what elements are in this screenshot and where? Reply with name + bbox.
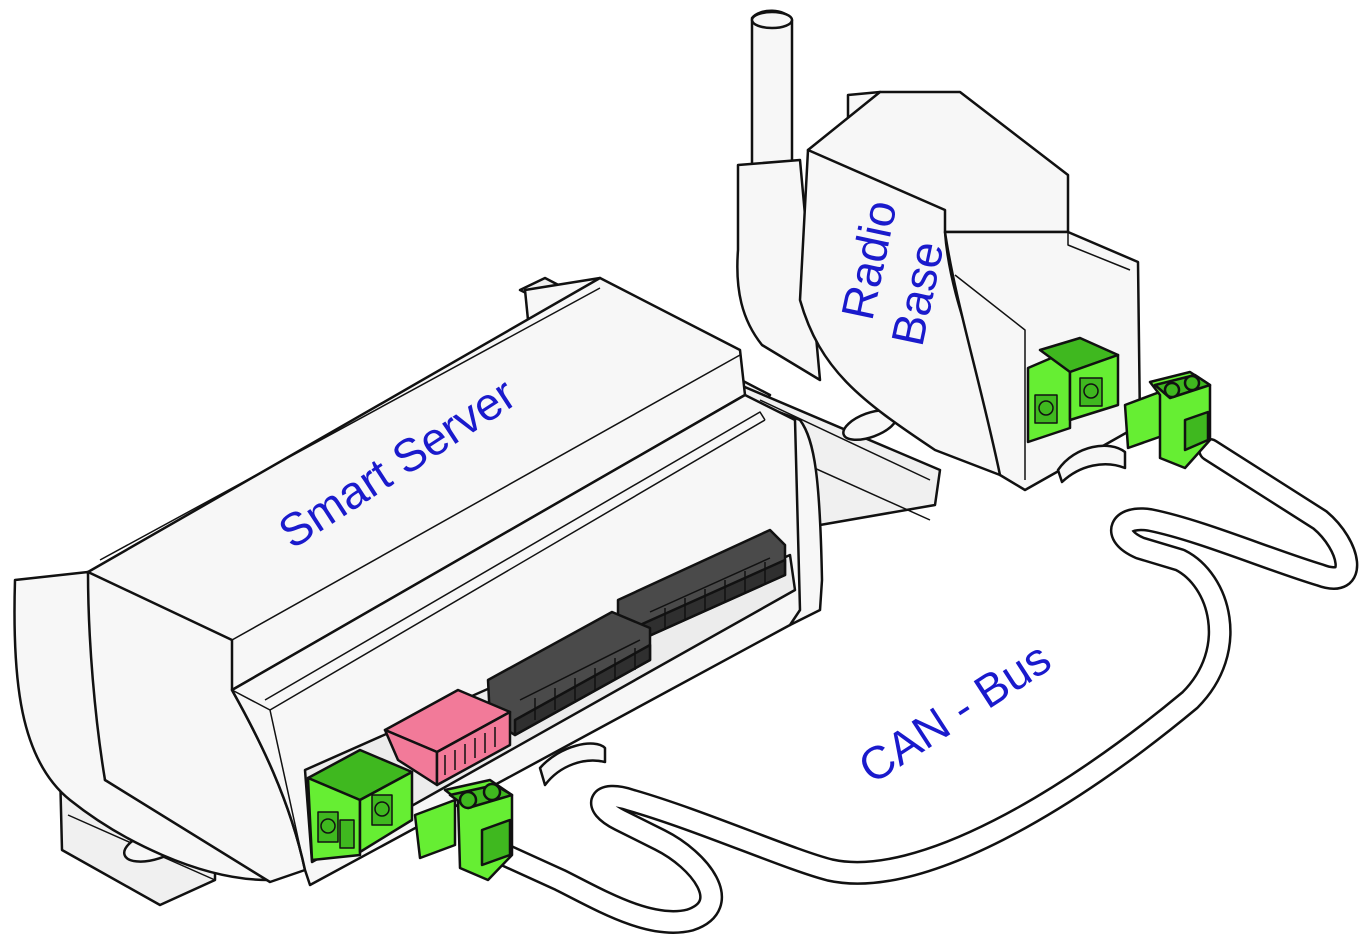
radio-base-device: Radio Base [736, 9, 1212, 492]
radio-base-latch [1056, 444, 1127, 484]
radio-base-terminal-block [1026, 336, 1120, 444]
smart-server-latch [538, 742, 607, 787]
smart-server-device: Smart Server [13, 276, 824, 887]
can-bus-cable [493, 438, 1359, 934]
smart-server-dip-switch [383, 688, 512, 787]
smart-server-terminal-block [306, 748, 414, 862]
can-bus-label: CAN - Bus [849, 631, 1060, 793]
smart-server-can-plug [413, 778, 514, 882]
radio-base-can-plug [1123, 370, 1212, 470]
